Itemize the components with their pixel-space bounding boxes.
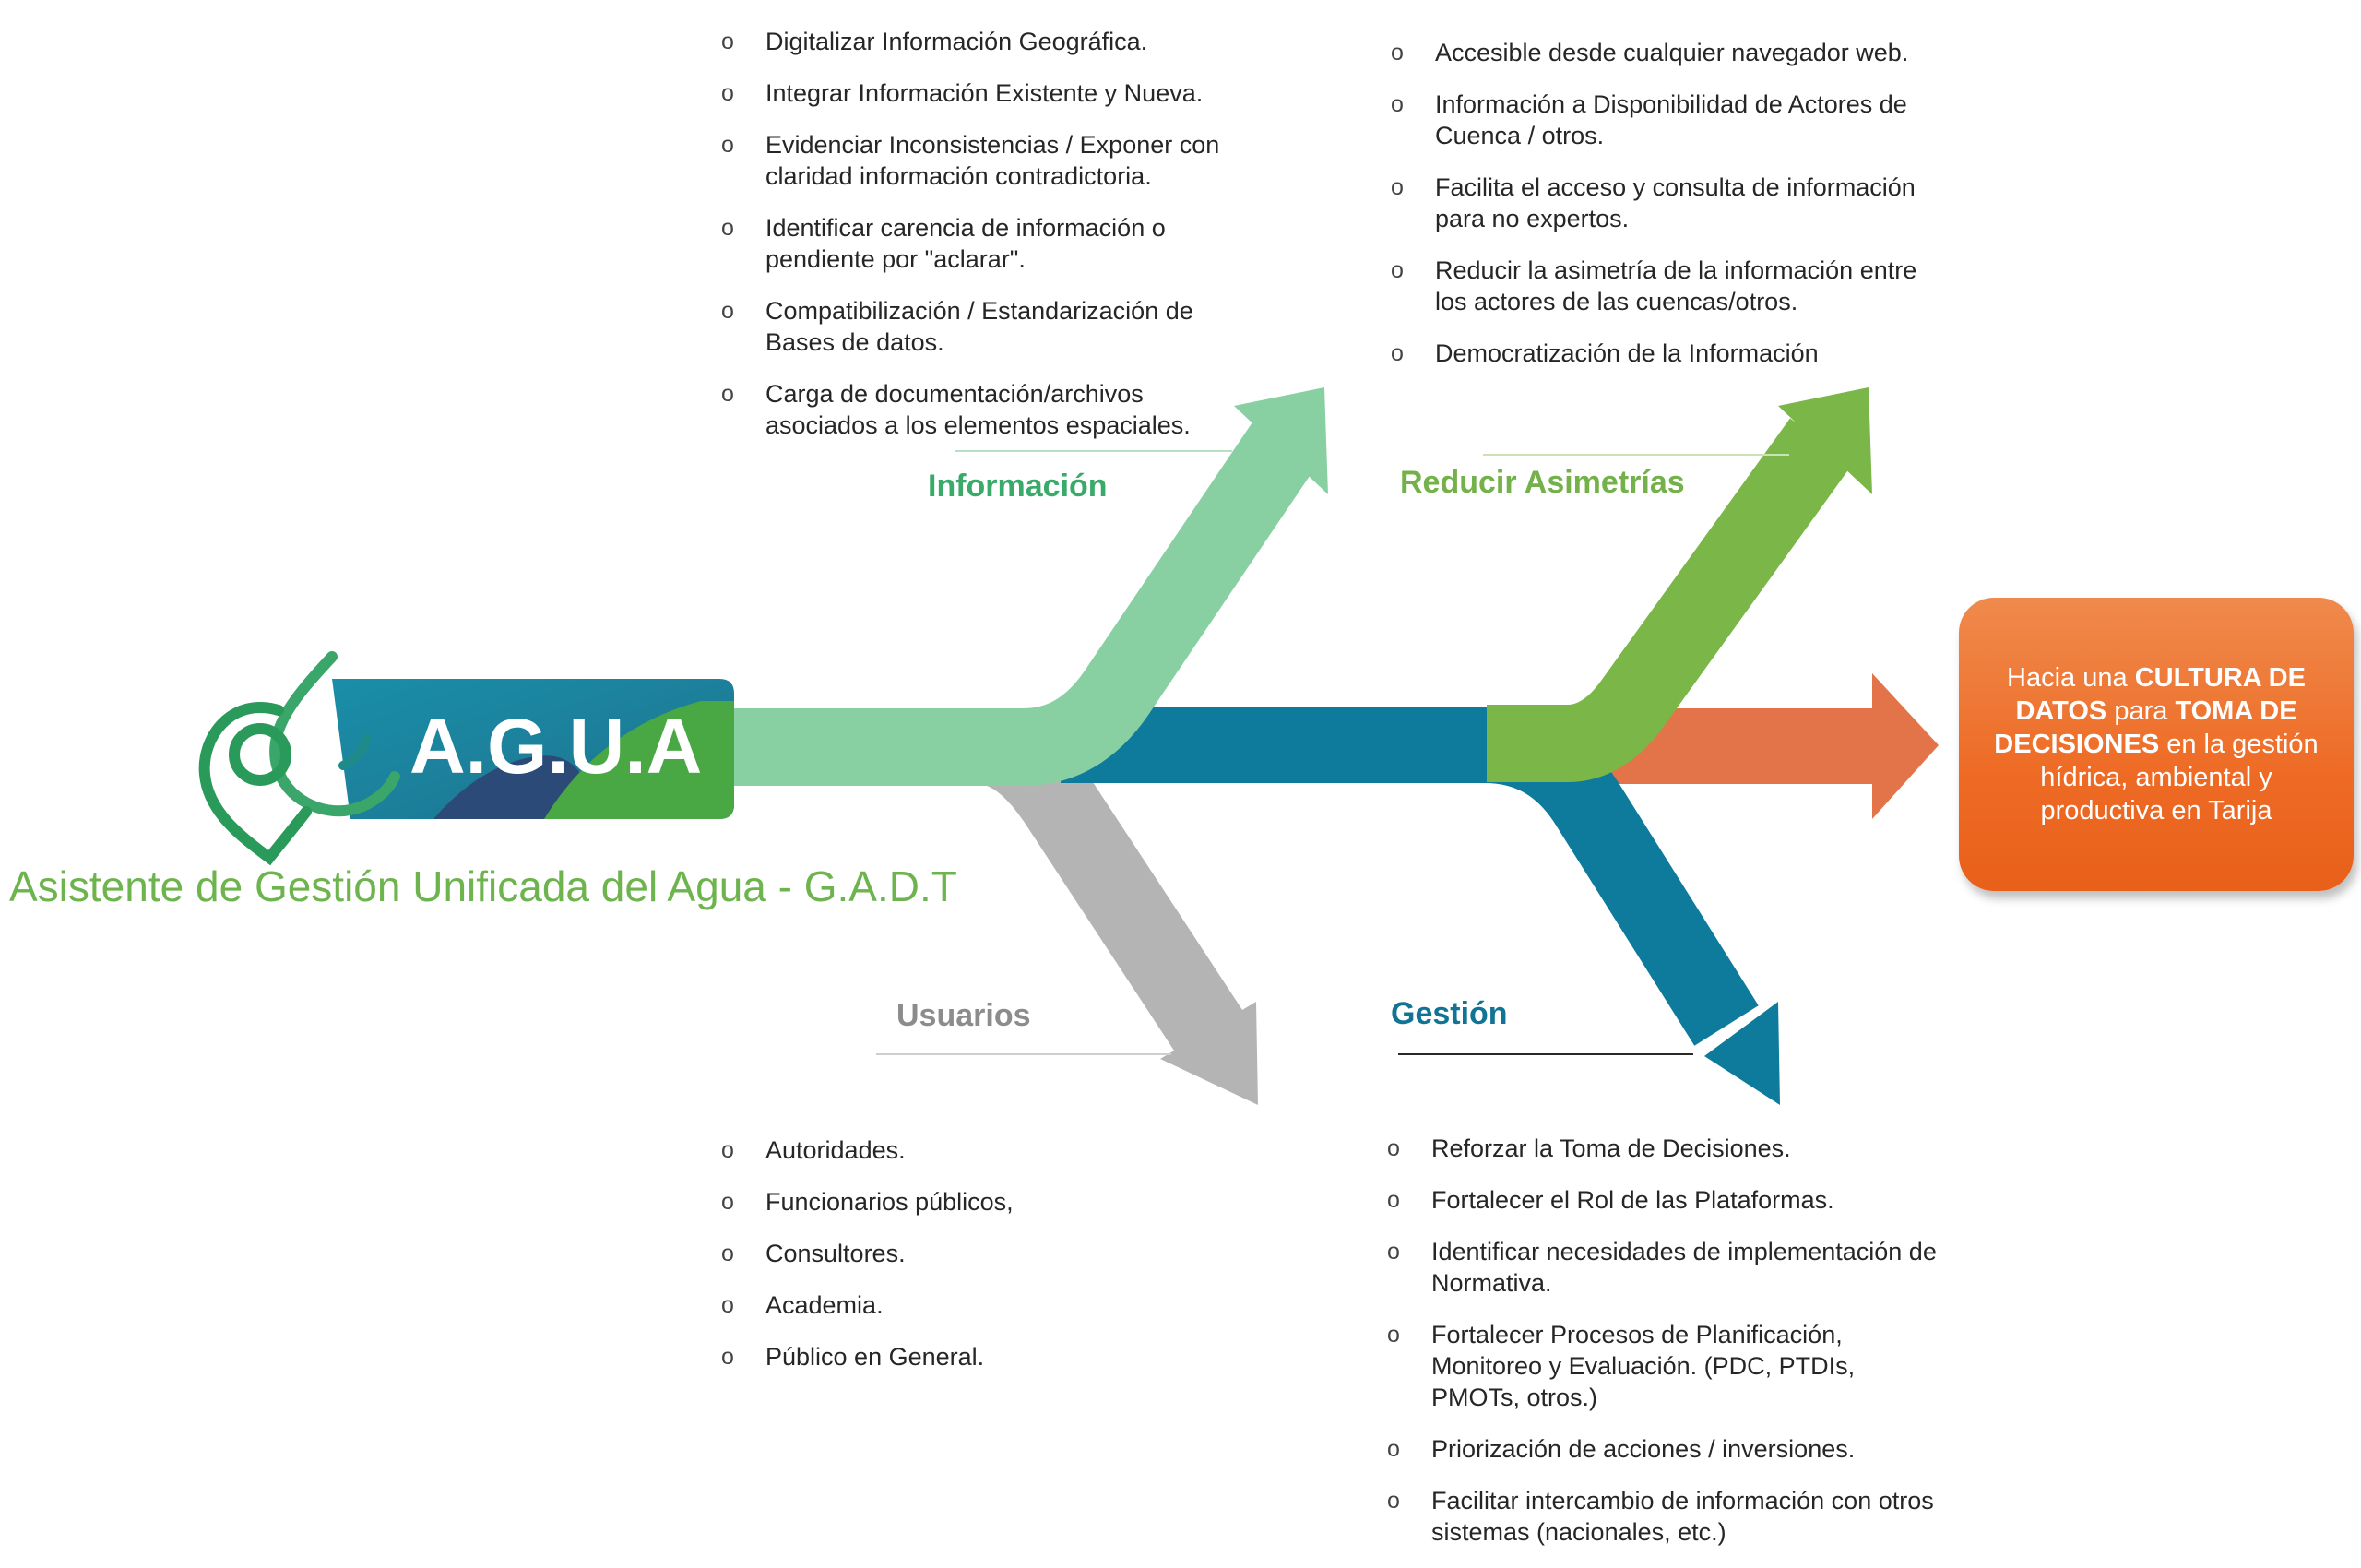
- label-gestion: Gestión: [1391, 996, 1508, 1031]
- list-item: Carga de documentación/archivos asociado…: [721, 378, 1238, 441]
- list-item: Funcionarios públicos,: [721, 1186, 1238, 1218]
- goal-text-bold: TOMA DE DECISIONES: [1994, 696, 2297, 759]
- logo-title: Asistente de Gestión Unificada del Agua …: [9, 862, 957, 910]
- list-item: Integrar Información Existente y Nueva.: [721, 77, 1238, 109]
- list-item: Fortalecer el Rol de las Plataformas.: [1387, 1184, 1940, 1216]
- usuarios-arrow: [983, 708, 1258, 1105]
- rule-gestion: [1398, 1053, 1693, 1055]
- list-item: Digitalizar Información Geográfica.: [721, 26, 1238, 57]
- list-item: Facilita el acceso y consulta de informa…: [1391, 172, 1944, 234]
- list-item: Democratización de la Información: [1391, 338, 1944, 369]
- logo-brand: A.G.U.A: [409, 703, 702, 790]
- list-item: Facilitar intercambio de información con…: [1387, 1485, 1940, 1548]
- list-item: Identificar carencia de información o pe…: [721, 212, 1238, 275]
- label-usuarios: Usuarios: [896, 998, 1031, 1033]
- label-reducir: Reducir Asimetrías: [1400, 465, 1685, 500]
- list-item: Identificar necesidades de implementació…: [1387, 1236, 1940, 1299]
- goal-text-part: para: [2106, 696, 2176, 726]
- list-item: Evidenciar Inconsistencias / Exponer con…: [721, 129, 1238, 192]
- list-item: Público en General.: [721, 1341, 1238, 1372]
- goal-text-part: Hacia una: [2007, 663, 2135, 693]
- rule-reducir: [1483, 454, 1789, 456]
- list-item: Información a Disponibilidad de Actores …: [1391, 89, 1944, 151]
- list-item: Academia.: [721, 1289, 1238, 1321]
- list-gestion: Reforzar la Toma de Decisiones. Fortalec…: [1387, 1133, 1940, 1568]
- list-item: Consultores.: [721, 1238, 1238, 1269]
- list-informacion: Digitalizar Información Geográfica. Inte…: [721, 26, 1238, 461]
- list-item: Fortalecer Procesos de Planificación, Mo…: [1387, 1319, 1940, 1413]
- reducir-arrow: [1487, 387, 1872, 782]
- goal-text-part: en la gestión hídrica, ambiental y produ…: [2040, 730, 2319, 826]
- list-item: Accesible desde cualquier navegador web.: [1391, 37, 1944, 68]
- list-item: Reforzar la Toma de Decisiones.: [1387, 1133, 1940, 1164]
- goal-box: Hacia una CULTURA DE DATOS para TOMA DE …: [1959, 598, 2354, 891]
- goal-text: Hacia una CULTURA DE DATOS para TOMA DE …: [1983, 661, 2330, 827]
- label-informacion: Información: [928, 469, 1108, 504]
- list-item: Compatibilización / Estandarización de B…: [721, 295, 1238, 358]
- rule-usuarios: [876, 1053, 1171, 1055]
- rule-informacion: [955, 450, 1232, 452]
- list-item: Reducir la asimetría de la información e…: [1391, 255, 1944, 317]
- list-item: Priorización de acciones / inversiones.: [1387, 1433, 1940, 1465]
- water-drop-pin-icon: [198, 651, 400, 866]
- list-reducir: Accesible desde cualquier navegador web.…: [1391, 37, 1944, 389]
- informacion-arrow: [719, 387, 1328, 786]
- list-usuarios: Autoridades. Funcionarios públicos, Cons…: [721, 1134, 1238, 1393]
- goal-text-bold: CULTURA DE DATOS: [2015, 663, 2306, 726]
- agua-logo: A.G.U.A: [198, 651, 734, 866]
- list-item: Autoridades.: [721, 1134, 1238, 1166]
